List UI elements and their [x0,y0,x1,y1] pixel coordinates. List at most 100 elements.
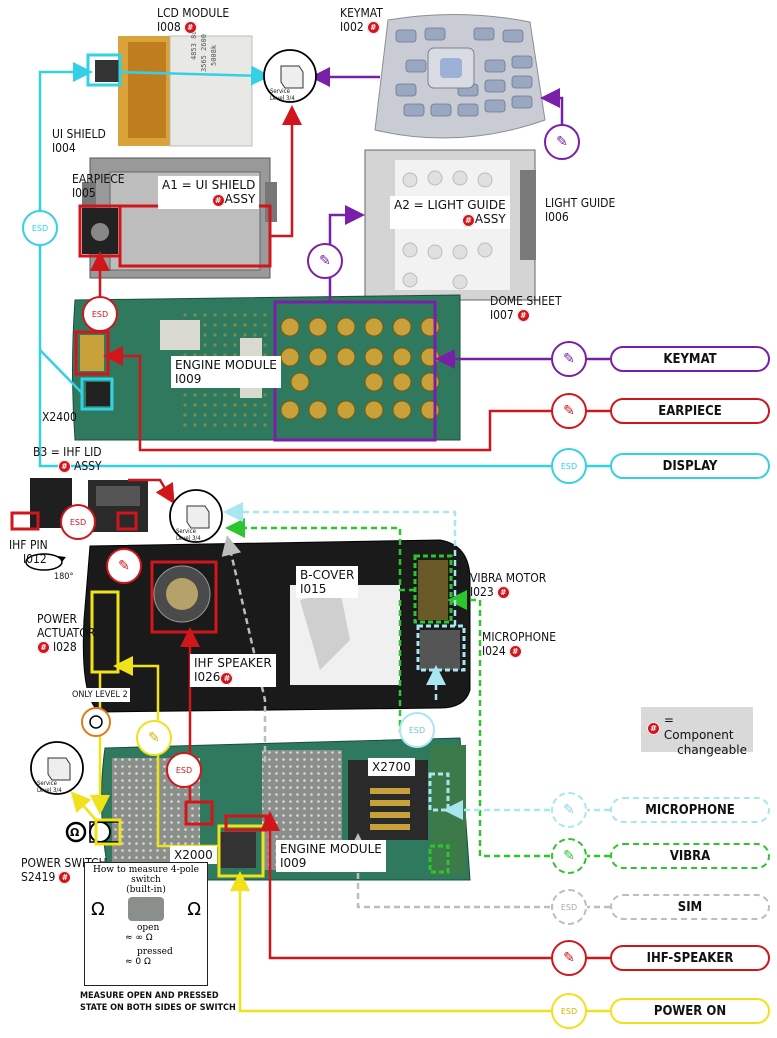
esd-icon-power: ✎ [136,720,172,756]
service-level-line1: Service [270,88,290,95]
x2400-label: X2400 [42,410,77,424]
vibra-test-icon: ✎ [551,838,587,874]
power-switch-code-row: S2419# [21,870,107,884]
engine-module-bottom-label: ENGINE MODULE I009 [276,840,386,872]
dome-sheet-code: I007 [490,308,514,322]
ohm-left-icon: Ω [91,898,105,920]
a2-suffix-row: #ASSY [394,212,506,227]
lcd-module-image: 4853 8013 3565 2600 5008k [95,22,253,147]
component-changeable-note: #= Component changeable [641,707,753,757]
rotate-180-icon [25,553,66,571]
measure-switch-box: How to measure 4-pole switch (built-in) … [84,862,208,986]
b-cover-label: B-COVER I015 [296,566,359,598]
changeable-icon: # [57,459,71,473]
keymat-image [374,14,546,139]
engine-module-top-label: ENGINE MODULE I009 [171,356,281,388]
esd-icon-earpiece: ESD [82,296,118,332]
ihf-pin-code: I012 [23,552,47,566]
display-test-button[interactable]: DISPLAY [610,453,770,479]
note-text-1: = Component [663,713,734,742]
microphone-test-icon: ✎ [551,792,587,828]
vibra-to-service-line [225,518,415,592]
b-cover-name: B-COVER [300,568,355,582]
power-actuator-label: POWER ACTUATOR #I028 [37,612,95,654]
switch-illustration [128,897,164,921]
measure-title-1: How to measure 4-pole switch [92,865,199,885]
measure-pressed-label: pressed [137,947,173,957]
a1-name: A1 = UI SHIELD [162,178,256,192]
changeable-icon: # [37,640,50,654]
vibra-test-button[interactable]: VIBRA [610,843,770,869]
ihf-speaker-test-icon: ✎ [551,940,587,976]
power-on-test-button[interactable]: POWER ON [610,998,770,1024]
measure-open-value: ≈ ∞ Ω [125,933,153,943]
only-level-2-icon [81,707,111,737]
vibra-pads-highlight [428,844,450,874]
measure-caption-1: MEASURE OPEN AND PRESSED [80,991,219,1001]
service-level-ihf-text: Service Level 3/4 [176,528,201,542]
sim-test-icon: ESD [551,889,587,925]
ihf-lid-to-service-line [128,478,175,505]
esd-icon-vibra-motor: ESD [399,712,435,748]
esd-icon-ihf-lid: ESD [60,504,96,540]
service-level-box-ihf [169,489,223,543]
a1-suffix-row: #ASSY [162,192,255,207]
changeable-icon: # [496,585,510,599]
changeable-icon: # [183,20,197,34]
x2400-highlight [80,377,114,411]
b3-ihf-lid-label: B3 = IHF LID #ASSY [33,445,102,473]
b-cover-code: I015 [300,582,327,596]
ui-shield-name: UI SHIELD [52,127,106,141]
changeable-icon: # [211,194,225,207]
sim-test-button[interactable]: SIM [610,894,770,920]
changeable-icon: # [647,721,660,735]
engine-module-top-image [72,294,461,441]
microphone-test-button[interactable]: MICROPHONE [610,797,770,823]
keymat-name: KEYMAT [340,6,383,20]
changeable-icon: # [220,672,234,685]
esd-icon-engine-bottom: ESD [166,752,202,788]
service-level-line1: Service [176,528,196,535]
a2-light-guide-assy-label: A2 = LIGHT GUIDE #ASSY [390,196,510,229]
ihf-speaker-path-line [260,811,610,960]
service-level-line2: Level 3/4 [270,95,295,102]
esd-icon-keymat: ✎ [544,124,580,160]
power-actuator-highlight [90,590,120,674]
earpiece-name: EARPIECE [72,172,125,186]
ui-shield-label: UI SHIELD I004 [52,127,106,155]
service-level-box-switch [30,741,84,795]
a1-suffix: ASSY [224,192,256,206]
a2-suffix: ASSY [474,212,506,226]
lcd-module-name: LCD MODULE [157,6,230,20]
engine-top-code: I009 [175,372,202,386]
ui-shield-to-service-line [270,105,302,238]
changeable-icon: # [461,214,475,227]
ohm-right-icon: Ω [187,898,201,920]
svg-text:5008k: 5008k [210,44,218,66]
b3-name: B3 = IHF LID [33,445,102,459]
keymat-test-button[interactable]: KEYMAT [610,346,770,372]
service-level-line2: Level 3/4 [37,787,62,794]
microphone-label: MICROPHONE I024# [482,630,556,658]
changeable-icon: # [516,308,530,322]
microphone-to-service-line [223,502,457,626]
x2400-to-display-line [39,349,83,394]
earpiece-test-button[interactable]: EARPIECE [610,398,770,424]
microphone-name: MICROPHONE [482,630,557,644]
svg-text:4853 8013: 4853 8013 [190,22,198,60]
changeable-icon: # [58,870,72,884]
measure-pressed-value: ≈ 0 Ω [125,957,151,967]
light-guide-code: I006 [545,210,569,224]
ihf-speaker-test-button[interactable]: IHF-SPEAKER [610,945,770,971]
keymat-code: I002 [340,20,364,34]
keymat-label: KEYMAT I002# [340,6,383,34]
rotate-label: 180° [54,572,74,582]
sim-up-line [221,535,267,762]
x2700-label: X2700 [368,758,415,776]
display-test-icon: ESD [551,448,587,484]
earpiece-label: EARPIECE I005 [72,172,125,200]
sim-path-line [348,833,610,909]
earpiece-test-icon: ✎ [551,393,587,429]
engine-top-name: ENGINE MODULE [175,358,277,372]
measure-caption-2: STATE ON BOTH SIDES OF SWITCH [80,1003,236,1013]
